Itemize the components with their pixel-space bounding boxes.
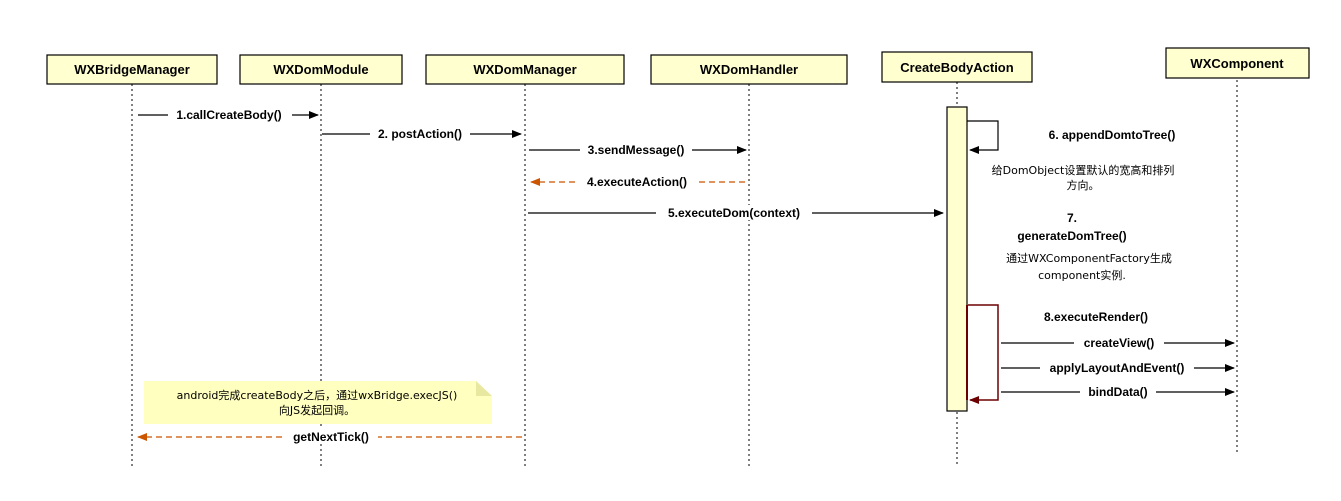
self-call-append-dom: 6. appendDomtoTree() 给DomObject设置默认的宽高和排… bbox=[967, 120, 1176, 192]
message-label: createView() bbox=[1084, 336, 1154, 350]
participant-bridge: WXBridgeManager bbox=[46, 54, 218, 85]
participant-label: WXDomManager bbox=[473, 62, 576, 77]
participant-label: WXComponent bbox=[1190, 56, 1284, 71]
participant-component: WXComponent bbox=[1165, 47, 1310, 79]
note-line-2: 向JS发起回调。 bbox=[279, 403, 355, 417]
message-label: 2. postAction() bbox=[378, 127, 462, 141]
participant-label: CreateBodyAction bbox=[900, 60, 1013, 75]
message-bind-data: bindData() bbox=[1001, 384, 1235, 399]
message-5: 5.executeDom(context) bbox=[528, 205, 944, 220]
step-7-title-line-1: 7. bbox=[1067, 211, 1077, 225]
message-label: 1.callCreateBody() bbox=[176, 108, 281, 122]
self-call-execute-render: 8.executeRender() bbox=[968, 304, 1148, 404]
participant-label: WXBridgeManager bbox=[74, 62, 190, 77]
message-label: 4.executeAction() bbox=[587, 175, 687, 189]
participant-dommodule: WXDomModule bbox=[239, 54, 403, 85]
message-1: 1.callCreateBody() bbox=[138, 107, 319, 122]
message-4: 4.executeAction() bbox=[530, 174, 745, 189]
message-label: bindData() bbox=[1088, 385, 1147, 399]
participant-label: WXDomModule bbox=[273, 62, 368, 77]
step-8-title: 8.executeRender() bbox=[1044, 310, 1148, 324]
note-line-1: android完成createBody之后，通过wxBridge.execJS(… bbox=[177, 388, 458, 402]
step-7-desc-line-2: component实例. bbox=[1038, 268, 1126, 282]
activation-render bbox=[966, 305, 968, 400]
step-7-title-line-2: generateDomTree() bbox=[1017, 229, 1126, 243]
step-6-desc-line-1: 给DomObject设置默认的宽高和排列 bbox=[992, 163, 1175, 177]
message-label: 3.sendMessage() bbox=[588, 143, 685, 157]
message-3: 3.sendMessage() bbox=[529, 142, 747, 157]
message-apply-layout: applyLayoutAndEvent() bbox=[1001, 360, 1235, 375]
step-6-desc-line-2: 方向。 bbox=[1067, 178, 1100, 192]
message-get-next-tick: getNextTick() bbox=[137, 429, 522, 444]
participant-domhandler: WXDomHandler bbox=[650, 54, 848, 85]
step-7-desc-line-1: 通过WXComponentFactory生成 bbox=[1006, 251, 1172, 265]
message-label: 5.executeDom(context) bbox=[668, 206, 800, 220]
note-callback: android完成createBody之后，通过wxBridge.execJS(… bbox=[144, 381, 492, 424]
message-label: applyLayoutAndEvent() bbox=[1050, 361, 1185, 375]
participant-label: WXDomHandler bbox=[700, 62, 798, 77]
message-create-view: createView() bbox=[1001, 335, 1235, 350]
message-2: 2. postAction() bbox=[322, 126, 522, 141]
participant-createbody: CreateBodyAction bbox=[881, 51, 1033, 83]
step-generate-dom-tree: 7. generateDomTree() 通过WXComponentFactor… bbox=[1006, 211, 1172, 282]
activation-createbody bbox=[946, 106, 968, 412]
step-6-title: 6. appendDomtoTree() bbox=[1049, 128, 1176, 142]
participant-dommanager: WXDomManager bbox=[425, 54, 625, 85]
message-label: getNextTick() bbox=[293, 430, 369, 444]
